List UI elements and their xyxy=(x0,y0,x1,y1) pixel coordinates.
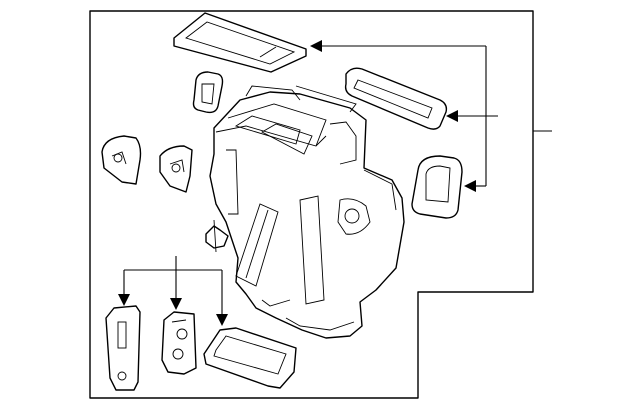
right-oval-seal[interactable] xyxy=(411,155,463,219)
leader-top-right xyxy=(310,40,498,192)
bottom-left-bracket[interactable] xyxy=(105,305,141,391)
assembly-frame xyxy=(89,10,534,399)
center-mount-bracket[interactable] xyxy=(159,145,193,193)
small-upper-gasket[interactable] xyxy=(192,71,224,114)
blower-motor-housing[interactable] xyxy=(209,85,405,339)
upper-right-seal[interactable] xyxy=(344,67,448,130)
left-mount-bracket[interactable] xyxy=(101,135,142,185)
top-flat-seal[interactable] xyxy=(173,12,307,73)
bottom-seal[interactable] xyxy=(203,327,297,389)
small-clip[interactable] xyxy=(205,219,229,253)
leader-bottom xyxy=(118,256,228,326)
bottom-center-bracket[interactable] xyxy=(161,311,197,375)
